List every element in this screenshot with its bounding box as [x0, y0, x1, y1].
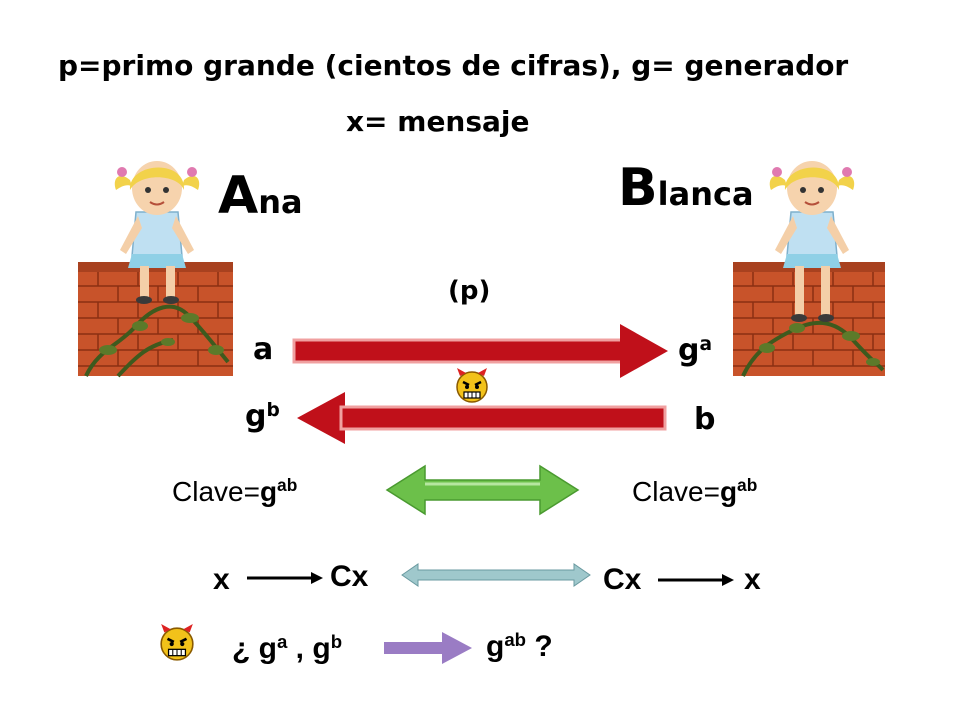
b-label: b	[694, 402, 716, 437]
brick-wall	[78, 262, 233, 376]
attack-question-left: ¿ ga , gb	[232, 630, 343, 665]
gb-label: gb	[245, 399, 280, 434]
key-right-base: g	[719, 476, 738, 507]
attack-sep: ,	[287, 632, 313, 665]
key-left-prefix: Clave=	[172, 476, 260, 507]
blanca-initial: B	[618, 158, 658, 218]
attack-question-right: gab ?	[486, 628, 553, 663]
girl	[769, 161, 855, 322]
attack-e2: b	[330, 630, 343, 652]
key-left-exp: ab	[277, 475, 298, 496]
girl	[114, 161, 200, 304]
attack-e1: a	[277, 630, 288, 652]
a-label: a	[253, 332, 274, 367]
red-arrow-left	[297, 392, 667, 444]
ga-label: ga	[678, 333, 713, 368]
attack-g1: g	[258, 632, 277, 665]
p-label: (p)	[448, 276, 491, 306]
key-left: Clave=gab	[172, 475, 298, 507]
red-arrow-right	[292, 324, 668, 378]
ana-girl-on-wall-illustration	[78, 161, 233, 378]
encrypt-right-cx: Cx	[603, 563, 642, 596]
ana-label: Ana	[218, 170, 303, 222]
encrypt-right-arrow	[658, 574, 734, 586]
gb-base: g	[245, 399, 267, 434]
devil-attacker-icon	[160, 624, 194, 661]
ana-initial: A	[218, 166, 259, 226]
encrypt-right-x: x	[744, 563, 761, 596]
ana-rest: na	[258, 183, 303, 221]
attack-q-open: ¿	[232, 632, 259, 665]
teal-double-arrow	[401, 563, 591, 587]
attack-g2: g	[312, 632, 331, 665]
key-right-prefix: Clave=	[632, 476, 720, 507]
header-line-2: x= mensaje	[346, 105, 530, 138]
key-left-base: g	[259, 476, 278, 507]
green-double-arrow	[385, 464, 580, 516]
key-right: Clave=gab	[632, 475, 758, 507]
devil-eavesdropper-icon	[456, 368, 488, 403]
gb-exp: b	[266, 399, 280, 421]
attack-q-close: ?	[526, 630, 553, 663]
attack-e3: ab	[504, 628, 527, 650]
encrypt-left-x: x	[213, 563, 230, 596]
blanca-girl-on-wall-illustration	[733, 161, 885, 377]
attack-g3: g	[486, 630, 505, 663]
ga-base: g	[678, 333, 700, 368]
encrypt-left-cx: Cx	[330, 560, 369, 593]
ga-exp: a	[699, 333, 713, 355]
encrypt-left-arrow	[247, 572, 323, 584]
blanca-label: Blanca	[618, 162, 754, 214]
purple-arrow	[384, 632, 472, 664]
header-line-1: p=primo grande (cientos de cifras), g= g…	[58, 49, 849, 82]
key-right-exp: ab	[737, 475, 758, 496]
brick-wall	[733, 262, 885, 376]
blanca-rest: lanca	[657, 175, 754, 213]
